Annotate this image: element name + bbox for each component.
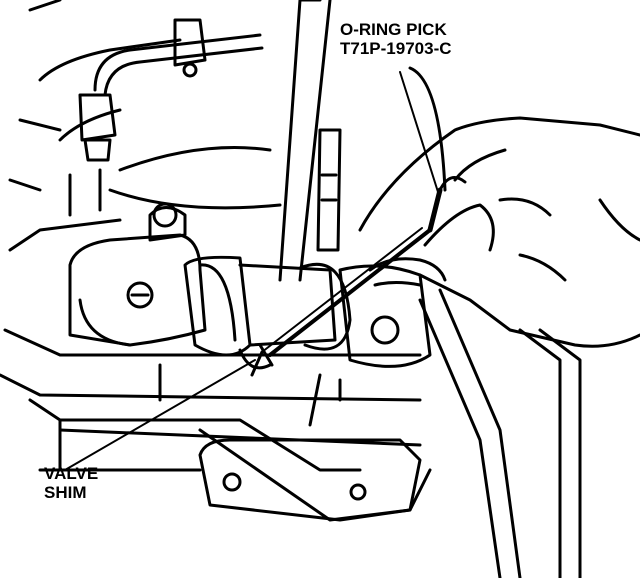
timing-cover	[418, 288, 582, 578]
valve-shim-label: VALVE SHIM	[44, 464, 98, 502]
o-ring-pick-tool	[250, 66, 467, 377]
camshaft	[183, 255, 352, 357]
valve-shim-line-1: VALVE	[44, 464, 99, 483]
o-ring-pick-part-number: T71P-19703-C	[340, 39, 452, 58]
bearing-caps	[68, 202, 432, 368]
o-ring-pick-label: O-RING PICK T71P-19703-C	[340, 20, 452, 58]
valve-shim-line-2: SHIM	[44, 483, 87, 502]
tool-shaft	[278, 0, 342, 282]
leader-lines	[64, 71, 439, 471]
hand	[358, 116, 640, 348]
fuel-lines	[78, 0, 322, 162]
o-ring-pick-title: O-RING PICK	[340, 20, 447, 39]
valve-shim-pocket	[158, 343, 342, 427]
